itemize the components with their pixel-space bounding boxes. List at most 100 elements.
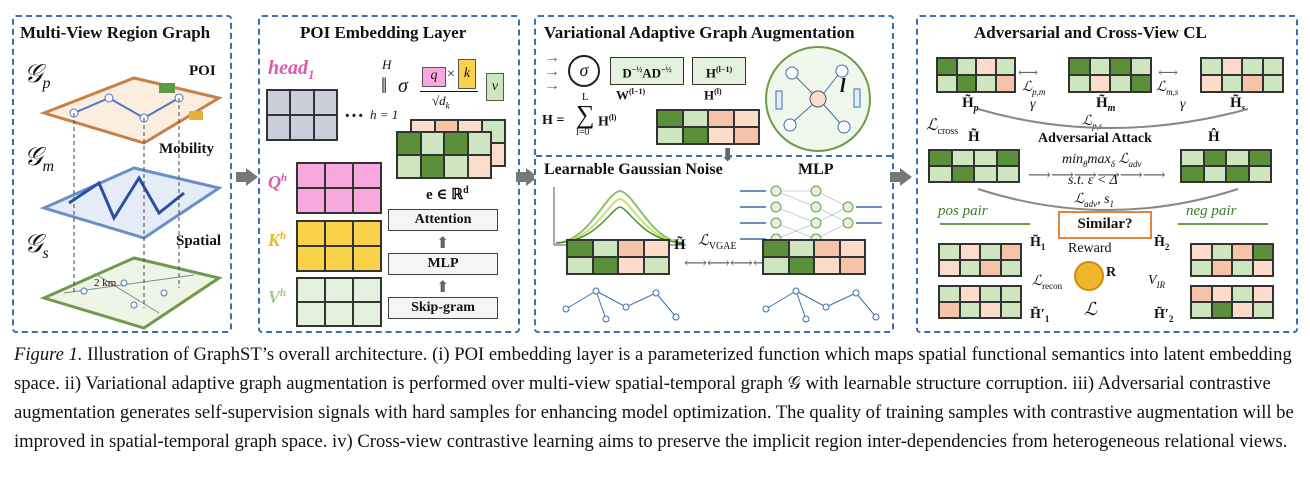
Vh-grid (296, 277, 382, 327)
mlp-title: MLP (798, 161, 834, 178)
reward-R: R (1106, 265, 1117, 280)
dots-label: ··· (344, 105, 365, 127)
head-label: head1 (268, 57, 315, 82)
attention-dk: √dk (432, 93, 450, 111)
hm-label: H̃m (1096, 95, 1116, 114)
multihead-h-eq: h = 1 (370, 107, 399, 122)
attention-q-box: q (422, 67, 446, 87)
mlp-box: MLP (388, 253, 498, 275)
panel2-title: POI Embedding Layer (300, 23, 467, 42)
view-gp-label: 𝒢p (24, 59, 51, 93)
Kh-label: Kh (268, 230, 287, 250)
adv-h-tilde-grid (928, 149, 1020, 183)
vgae-loss-arrow: ⟷⟷⟷⟷ (684, 255, 776, 272)
l-ms-label: ℒm,s (1156, 80, 1179, 97)
gamma-right: γ (1180, 97, 1186, 112)
h-tilde-left-label: H̃ (674, 237, 686, 253)
reward-label: Reward (1068, 241, 1112, 256)
attention-times: × (447, 67, 455, 82)
multihead-concat: ‖ (381, 73, 388, 98)
H-eq-label: H = (542, 113, 565, 128)
adv-h-hat-grid (1180, 149, 1272, 183)
view-spatial-label: Spatial (176, 233, 222, 249)
vgae-loss-label: ℒVGAE (698, 233, 737, 252)
sigma-circle: σ (568, 55, 600, 87)
h1p-label: H̃′1 (1030, 307, 1050, 324)
Qh-grid (296, 162, 382, 214)
l-recon-label: ℒrecon (1032, 274, 1063, 291)
h1p-grid (938, 285, 1022, 319)
region-graph-illustration (39, 76, 223, 330)
l-total-label: ℒ (1084, 299, 1097, 319)
noise-title: Learnable Gaussian Noise (544, 161, 723, 178)
h-tilde-grid-right (762, 239, 866, 275)
scale-label: 2 km (94, 277, 117, 289)
minmax-label: minθmaxδ ℒadv (1062, 152, 1142, 169)
v-ir-label: VIR (1148, 273, 1166, 290)
reward-medal-icon (1074, 261, 1104, 291)
input-arrows: →→→ (544, 49, 560, 94)
attention-k-box: k (458, 59, 476, 89)
hp-grid (936, 57, 1016, 93)
sum-symbol: L ∑ l=0 (576, 91, 595, 138)
hs-label: H̃s (1230, 95, 1246, 114)
hp-label: H̃p (962, 95, 979, 114)
attention-sigma: σ (398, 75, 408, 97)
neg-pair-label: neg pair (1186, 203, 1237, 219)
l-ps-label: ℒp,s (1082, 114, 1103, 131)
W-label: W(l−1) (616, 87, 646, 103)
head-grid (266, 89, 338, 141)
flow-arrow-1 (236, 168, 258, 186)
h1-grid (938, 243, 1022, 277)
gamma-left: γ (1030, 97, 1036, 112)
gnn-layer-illustration (765, 46, 871, 152)
H-l-label: H(l) (704, 87, 722, 103)
panel-variational-augmentation: Variational Adaptive Graph Augmentation … (534, 15, 894, 333)
panel-adversarial-cross-view-cl: Adversarial and Cross-View CL H̃p H̃m H̃… (916, 15, 1298, 333)
adv-arrow: ⟶⟶⟶⟶⟶⟶ (1028, 167, 1166, 184)
h-prev-box: H(l−1) (692, 57, 746, 85)
aug-embedding-grid (656, 109, 760, 145)
caption-text: Illustration of GraphST’s overall archit… (14, 344, 1294, 452)
constraint-label: s.t. ε < Δ (1068, 173, 1118, 188)
h2-label: H̃2 (1154, 235, 1170, 252)
figure-number: Figure 1. (14, 344, 83, 365)
panel3-divider (536, 155, 892, 157)
adv-return-arc (977, 188, 1239, 211)
neg-pair-line (1178, 223, 1268, 225)
Qh-label: Qh (268, 172, 288, 192)
attention-box: Attention (388, 209, 498, 231)
sum-H-l: H(l) (598, 113, 617, 130)
similar-box: Similar? (1058, 211, 1152, 239)
embedding-stack-front (396, 131, 492, 179)
cross-view-arc (977, 108, 1249, 129)
adv-loss-label: ℒadv, s1 (1074, 192, 1115, 209)
pos-pair-label: pos pair (938, 203, 988, 219)
panel4-title: Adversarial and Cross-View CL (974, 23, 1207, 42)
panel-poi-embedding-layer: POI Embedding Layer head1 ··· H ‖ h = 1 … (258, 15, 520, 333)
adv-h-hat-label: Ĥ (1208, 129, 1220, 145)
multihead-H: H (382, 57, 392, 72)
view-gm-label: 𝒢m (24, 142, 55, 176)
flow-arrow-3 (890, 168, 912, 186)
h2-grid (1190, 243, 1274, 277)
h-tilde-grid-left (566, 239, 670, 275)
pos-pair-line (940, 223, 1030, 225)
skipgram-box: Skip-gram (388, 297, 498, 319)
view-mobility-label: Mobility (159, 141, 214, 157)
up-arrow-1: ⬆ (436, 235, 450, 252)
ms-arrow: ⟷ (1158, 66, 1179, 81)
pm-arrow: ⟷ (1018, 66, 1039, 81)
l-pm-label: ℒp,m (1022, 80, 1046, 97)
l-cross-label: ℒcross (926, 117, 959, 138)
panel1-title: Multi-View Region Graph (20, 23, 211, 42)
h2p-label: H̃′2 (1154, 307, 1174, 324)
hs-grid (1200, 57, 1284, 93)
h2p-grid (1190, 285, 1274, 319)
adv-h-tilde-label: H̃ (968, 129, 980, 145)
panel3-title: Variational Adaptive Graph Augmentation (544, 23, 855, 42)
adv-attack-title: Adversarial Attack (1038, 131, 1152, 146)
up-arrow-2: ⬆ (436, 279, 450, 296)
Kh-grid (296, 220, 382, 272)
figure-caption: Figure 1. Illustration of GraphST’s over… (14, 340, 1299, 456)
